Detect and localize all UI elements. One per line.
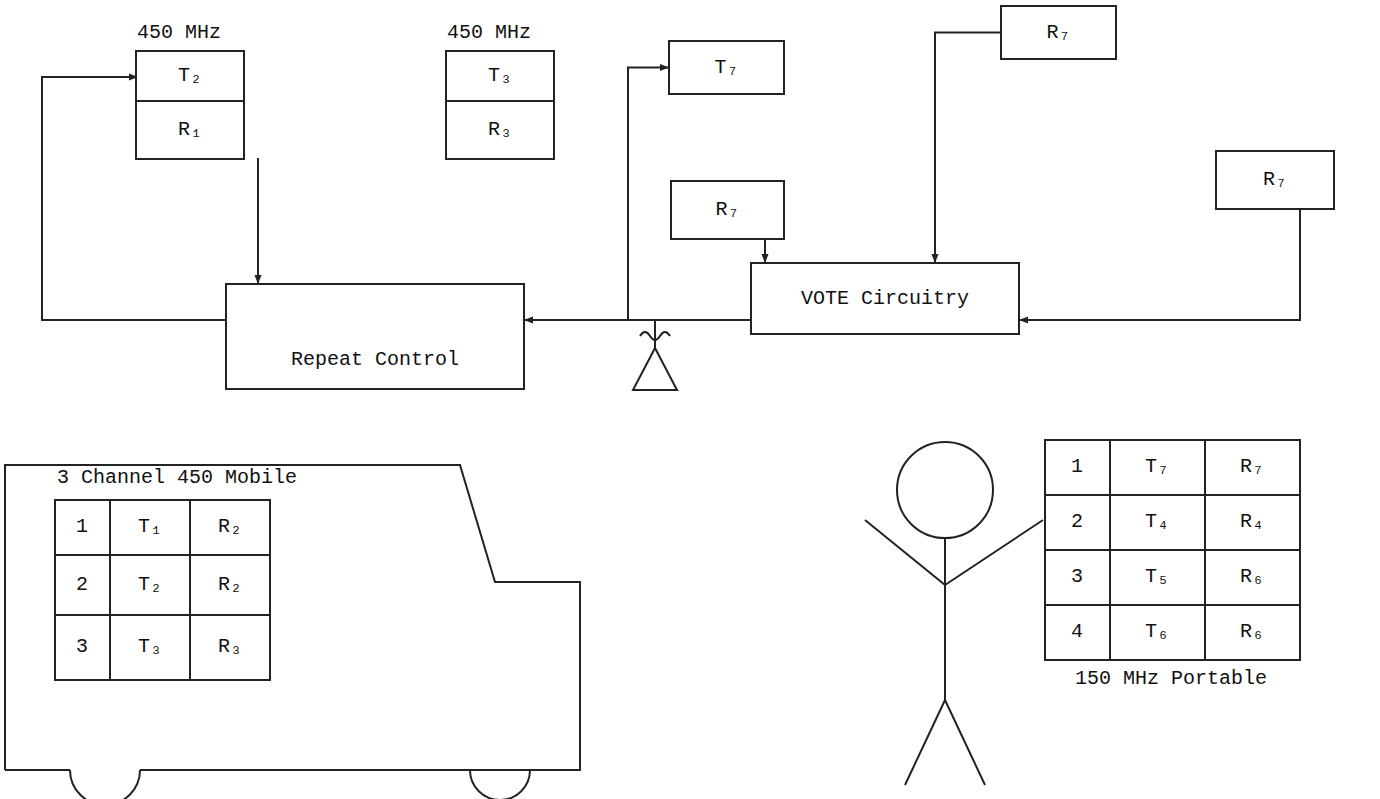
table-cell: 4 [1037,617,1117,647]
table-cell: T₅ [1117,562,1197,592]
antenna-mast [654,320,656,348]
table-cell: T₆ [1117,617,1197,647]
box-label: R₇ [715,198,739,222]
table-cell: 1 [42,512,122,542]
table-cell: T₁ [110,512,190,542]
table-cell: 1 [1037,452,1117,482]
portable-table [1045,440,1300,660]
receiver-box: R₇ [1215,150,1335,210]
transmitter-box: T₇ [668,40,785,95]
antenna-triangle [633,348,677,390]
transmitter-cell: T₃ [447,52,553,102]
receiver-box: R₇ [670,180,785,240]
table-cell: T₂ [110,570,190,600]
table-cell: R₂ [190,512,270,542]
box-label: R₁ [178,118,202,142]
box-label: T₇ [714,56,738,80]
transmitter-cell: T₂ [137,52,243,102]
box-label: T₃ [488,64,512,88]
table-cell: R₆ [1212,562,1292,592]
truck-wheel [470,770,530,799]
band-box: 450 MHzT₂R₁ [135,50,245,160]
box-label: R₇ [1263,168,1287,192]
table-cell: R₃ [190,632,270,662]
receiver-box: R₇ [1000,5,1117,60]
box-label: Repeat Control [291,348,459,372]
table-cell: T₇ [1117,452,1197,482]
table-cell: R₇ [1212,452,1292,482]
truck-body [5,465,580,770]
table-cell: R₂ [190,570,270,600]
table-cell: R₆ [1212,617,1292,647]
vote-box: VOTE Circuitry [750,262,1020,335]
truck-wheel [70,770,140,799]
figure-body [865,520,1043,785]
box-label: R₃ [488,118,512,142]
signal-line [1020,210,1300,320]
band-heading: 450 MHz [137,21,221,44]
box-label: VOTE Circuitry [801,287,969,311]
table-cell: T₃ [110,632,190,662]
control-box: Repeat Control [225,283,525,390]
table-cell: R₄ [1212,507,1292,537]
portable-caption: 150 MHz Portable [1075,664,1267,694]
band-box: 450 MHzT₃R₃ [445,50,555,160]
receiver-cell: R₁ [137,102,243,158]
table-cell: 3 [42,632,122,662]
table-cell: T₄ [1117,507,1197,537]
box-label: T₂ [178,64,202,88]
box-label: R₇ [1046,21,1070,45]
table-cell: 3 [1037,562,1117,592]
figure-head [897,442,993,538]
table-cell: 2 [1037,507,1117,537]
antenna-squiggle [640,332,670,340]
band-heading: 450 MHz [447,21,531,44]
signal-line [764,240,766,262]
signal-line [935,33,1000,263]
vehicle-caption: 3 Channel 450 Mobile [57,463,297,493]
receiver-cell: R₃ [447,102,553,158]
signal-line [257,158,259,283]
table-cell: 2 [42,570,122,600]
